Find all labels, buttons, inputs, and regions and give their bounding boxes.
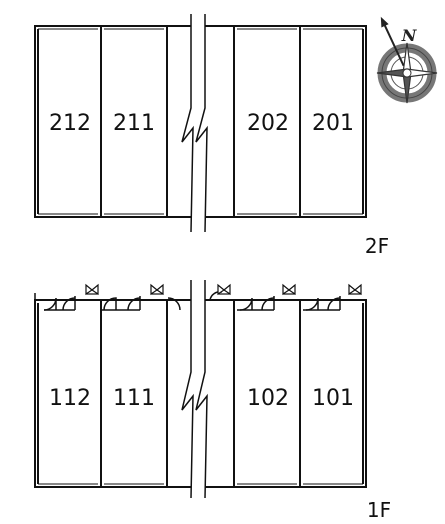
- unit-label: 212: [49, 111, 91, 136]
- unit-label: 201: [312, 111, 354, 136]
- entry-light-icon: [85, 283, 362, 296]
- unit-label: 112: [49, 386, 91, 411]
- unit-label: 101: [312, 386, 354, 411]
- floor-label: 1F: [367, 498, 391, 522]
- unit-label: 211: [113, 111, 155, 136]
- floor-1f: 112 111 102 101 1F: [34, 280, 391, 522]
- unit-label: 102: [247, 386, 289, 411]
- unit-label: 111: [113, 386, 155, 411]
- floor-2f: 212 211 202 201 2F: [34, 14, 389, 258]
- unit-label: 202: [247, 111, 289, 136]
- compass-north-label: N: [401, 26, 418, 45]
- compass-rose-icon: N: [376, 16, 438, 104]
- floor-label: 2F: [365, 234, 389, 258]
